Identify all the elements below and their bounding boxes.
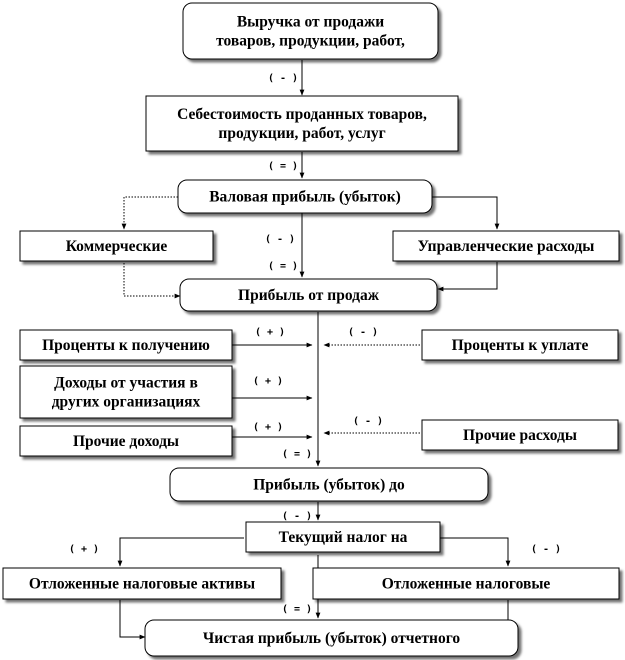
box-frame xyxy=(421,329,619,361)
box-label: Себестоимость проданных товаров, xyxy=(177,106,427,123)
operation-signs: ( - ) ( = ) ( - ) ( = ) ( + ) ( - ) ( + ) ( + )… xyxy=(69,73,561,615)
sign-equals: ( = ) xyxy=(268,261,298,272)
box-frame xyxy=(245,521,441,553)
box-participation: Доходы от участия в других организациях xyxy=(19,365,233,419)
box-gross: Валовая прибыль (убыток) xyxy=(177,179,433,214)
arrow-tax-deferred-assets xyxy=(117,537,244,567)
box-frame xyxy=(312,567,620,600)
box-frame xyxy=(19,425,233,457)
box-label: Отложенные налоговые xyxy=(382,576,551,593)
box-other-expense: Прочие расходы xyxy=(421,419,619,451)
box-frame xyxy=(144,619,519,657)
box-label: Отложенные налоговые активы xyxy=(29,576,255,593)
box-frame xyxy=(179,278,438,312)
arrow-management-sales xyxy=(437,262,498,292)
box-label: Прочие расходы xyxy=(463,427,577,444)
box-frame xyxy=(145,95,459,152)
box-frame xyxy=(392,230,620,262)
box-label: Чистая прибыль (убыток) отчетного xyxy=(203,630,461,647)
sign-plus: ( + ) xyxy=(69,544,99,555)
box-label: Доходы от участия в xyxy=(54,375,198,392)
box-interest-out: Проценты к уплате xyxy=(421,329,619,361)
box-cost: Себестоимость проданных товаров, продукци… xyxy=(145,95,459,152)
box-revenue: Выручка от продажи товаров, продукции, ра… xyxy=(182,2,439,60)
box-label: Прибыль от продаж xyxy=(238,287,380,304)
sign-minus: ( - ) xyxy=(348,327,378,338)
box-frame xyxy=(169,467,489,502)
sign-plus: ( + ) xyxy=(255,327,285,338)
box-deferred-assets: Отложенные налоговые активы xyxy=(2,567,282,600)
box-label: Текущий налог на xyxy=(279,529,408,546)
box-label: товаров, продукции, работ, xyxy=(216,33,405,50)
box-frame xyxy=(19,230,214,262)
box-label: Прибыль (убыток) до xyxy=(253,477,405,494)
arrow-tax-deferred-liab xyxy=(440,537,511,567)
sign-minus: ( - ) xyxy=(265,234,295,245)
box-frame xyxy=(19,329,233,361)
box-label: других организациях xyxy=(52,394,201,411)
box-label: Валовая прибыль (убыток) xyxy=(209,189,401,206)
box-frame xyxy=(2,567,282,600)
box-net: Чистая прибыль (убыток) отчетного xyxy=(144,619,519,657)
box-label: Проценты к уплате xyxy=(452,337,589,354)
box-label: Выручка от продажи xyxy=(237,14,384,31)
box-sales-profit: Прибыль от продаж xyxy=(179,278,438,312)
arrow-deferred-assets-net xyxy=(119,600,146,640)
box-commercial: Коммерческие xyxy=(19,230,214,262)
box-other-income: Прочие доходы xyxy=(19,425,233,457)
box-frame xyxy=(19,365,233,419)
sign-minus: ( - ) xyxy=(353,416,383,427)
sign-plus: ( + ) xyxy=(253,376,283,387)
sign-equals: ( = ) xyxy=(282,449,312,460)
box-frame xyxy=(182,2,439,60)
box-label: Прочие доходы xyxy=(73,433,179,450)
box-label: продукции, работ, услуг xyxy=(218,125,385,142)
box-label: Проценты к получению xyxy=(42,337,210,354)
arrow-commercial-sales xyxy=(123,260,181,299)
sign-equals: ( = ) xyxy=(268,161,298,172)
box-interest-in: Проценты к получению xyxy=(19,329,233,361)
sign-minus: ( - ) xyxy=(531,544,561,555)
box-label: Управленческие расходы xyxy=(418,238,595,255)
box-frame xyxy=(421,419,619,451)
box-deferred-liab: Отложенные налоговые xyxy=(312,567,620,600)
box-pretax: Прибыль (убыток) до xyxy=(169,467,489,502)
sign-minus: ( - ) xyxy=(282,511,312,522)
sign-minus: ( - ) xyxy=(268,73,298,84)
box-label: Коммерческие xyxy=(66,238,168,255)
sign-equals: ( = ) xyxy=(282,604,312,615)
arrow-gross-management xyxy=(432,196,500,230)
box-current-tax: Текущий налог на xyxy=(245,521,441,553)
box-management: Управленческие расходы xyxy=(392,230,620,262)
sign-plus: ( + ) xyxy=(253,422,283,433)
connectors xyxy=(117,60,519,640)
box-frame xyxy=(177,179,433,214)
arrow-gross-commercial xyxy=(121,196,178,230)
